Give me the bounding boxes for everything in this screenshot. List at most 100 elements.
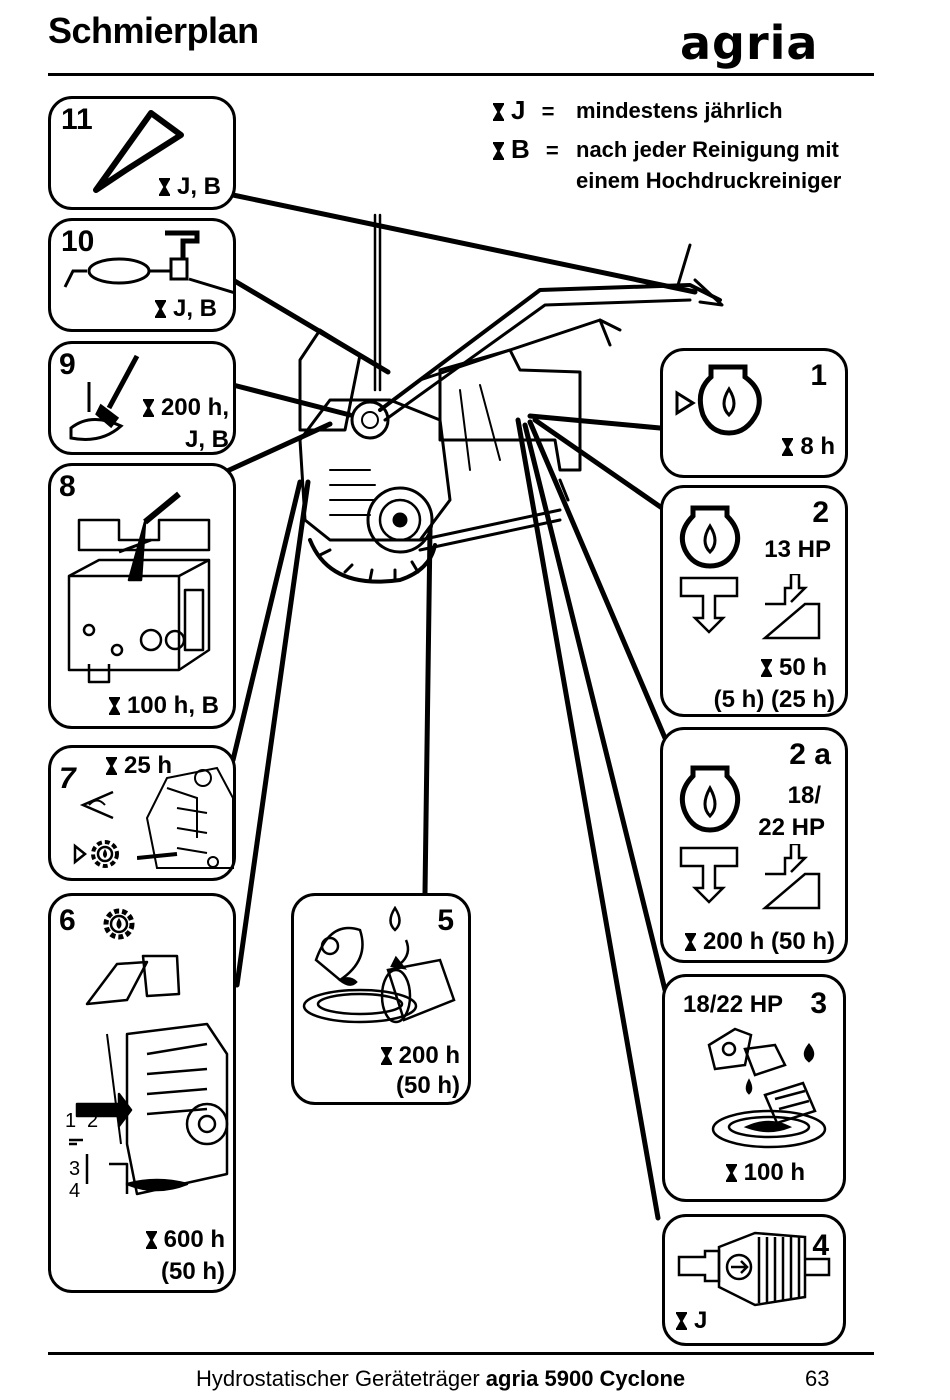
box-2-engine-oil-change-13hp: 2 13 HP 50 h (5 h) (25 h): [660, 485, 848, 717]
oil-drop-icon: [679, 505, 741, 569]
hp-label-1: 18/: [787, 782, 821, 809]
hydraulic-block-illustration: [67, 491, 211, 684]
hourglass-icon: [145, 1231, 158, 1249]
interval-label-2: (50 h): [395, 1072, 460, 1099]
oil-filter-illustration: [302, 926, 456, 1024]
box-8-hydraulic-block: 8 100 h, B: [48, 463, 236, 729]
box-number: 1: [810, 359, 827, 392]
hp-label-2: 22 HP: [758, 814, 825, 841]
interval-label-1: 200 h,: [142, 394, 229, 422]
interval-text: J, B: [172, 295, 217, 322]
interval-text: J, B: [176, 173, 221, 200]
eye-icon: [79, 790, 114, 820]
legend-j-text: mindestens jährlich: [576, 98, 783, 123]
oil-filter-illustration: [707, 1027, 827, 1149]
interval-label: 8 h: [781, 433, 835, 461]
page-number: 63: [805, 1366, 830, 1391]
box-number: 7: [59, 762, 76, 795]
hourglass-icon: [675, 1312, 688, 1330]
oil-drop-icon: [389, 906, 401, 932]
hourglass-icon: [158, 178, 171, 196]
interval-label-1: 200 h: [380, 1042, 460, 1070]
interval-label: 100 h, B: [108, 692, 219, 720]
box-9-brush-grease: 9 200 h, J, B: [48, 341, 236, 455]
footer-text-plain: Hydrostatischer Geräteträger: [196, 1366, 480, 1391]
interval-label-2: J, B: [184, 426, 229, 453]
interval-label: J, B: [158, 173, 221, 201]
box-10-grease-point: 10 J, B: [48, 218, 236, 332]
legend-b-key: B: [511, 134, 530, 164]
box-3-oil-filter-18-22hp: 18/22 HP 3 100 h: [662, 974, 846, 1202]
hourglass-icon: [781, 438, 794, 456]
legend-j-key: J: [511, 95, 526, 125]
interval-label: 100 h: [725, 1159, 805, 1187]
gear-icon: [73, 840, 119, 868]
interval-label-1: 50 h: [760, 654, 827, 682]
hp-label: 18/22 HP: [683, 991, 784, 1018]
hourglass-icon: [380, 1047, 393, 1065]
footer-rule: [48, 1352, 874, 1355]
hourglass-icon: [105, 757, 118, 775]
oil-drop-icon: [679, 765, 741, 833]
box-number: 2: [812, 496, 829, 529]
legend-b-text-1: nach jeder Reinigung mit: [576, 137, 839, 162]
interval-text: 25 h: [124, 752, 173, 779]
hourglass-icon: [154, 300, 167, 318]
box-number: 4: [812, 1229, 829, 1262]
box-7-gearbox-check: 7 25 h: [48, 745, 236, 881]
part-label-3: 3: [69, 1158, 81, 1180]
legend-j-eq: =: [541, 99, 555, 124]
interval-label: 200 h (50 h): [684, 928, 835, 956]
box-1-oil-level-check: 1 8 h: [660, 348, 848, 478]
footer-text: Hydrostatischer Geräteträger agria 5900 …: [196, 1366, 685, 1392]
header-rule: [48, 73, 874, 76]
interval-text-1: 200 h: [398, 1042, 460, 1069]
fuel-filter-illustration: [677, 1231, 831, 1307]
hp-label: 13 HP: [764, 536, 831, 563]
box-2a-engine-oil-change-18-22hp: 2 a 18/ 22 HP 200 h (50 h): [660, 727, 848, 963]
interval-text: 8 h: [800, 433, 835, 460]
grease-gun-illustration: [63, 230, 235, 295]
hourglass-icon: [492, 103, 505, 121]
page-title: Schmierplan: [48, 10, 259, 51]
interval-text: 100 h: [743, 1159, 805, 1186]
legend-b-eq: =: [545, 138, 559, 163]
box-11-handle-lever: 11 J, B: [48, 96, 236, 210]
lever-illustration: [93, 110, 184, 193]
hourglass-icon: [492, 142, 505, 160]
box-5-oil-filter: 5 200 h (50 h): [291, 893, 471, 1105]
legend-j: J =: [492, 95, 554, 126]
box-6-gearbox-oil-change: 6 1 2 3 4 600 h (50 h): [48, 893, 236, 1293]
hourglass-icon: [108, 697, 121, 715]
interval-text-1: 200 h,: [160, 394, 229, 421]
part-label-4: 4: [69, 1180, 81, 1202]
box-number: 8: [59, 470, 76, 503]
interval-label: 25 h: [105, 752, 172, 780]
hourglass-icon: [725, 1164, 738, 1182]
box-number: 9: [59, 348, 76, 381]
interval-label-2: (50 h): [160, 1258, 225, 1285]
oil-drop-icon: [675, 364, 762, 436]
hourglass-icon: [142, 399, 155, 417]
drain-fill-icons: [679, 844, 821, 910]
interval-label: J: [675, 1307, 707, 1335]
hourglass-icon: [760, 659, 773, 677]
box-number: 3: [810, 987, 827, 1020]
legend-b-text-2: einem Hochdruckreiniger: [576, 168, 842, 193]
interval-text: J: [694, 1307, 708, 1334]
interval-label: J, B: [154, 295, 217, 323]
hourglass-icon: [684, 933, 697, 951]
box-number: 11: [61, 103, 93, 136]
part-label-1: 1: [65, 1110, 77, 1132]
footer-text-bold: agria 5900 Cyclone: [485, 1366, 686, 1391]
interval-text-1: 50 h: [778, 654, 827, 681]
box-number: 2 a: [789, 738, 831, 771]
drain-fill-icons: [679, 574, 821, 640]
part-label-2: 2: [87, 1110, 99, 1132]
box-number: 10: [61, 225, 95, 258]
box-number: 6: [59, 904, 76, 937]
box-4-fuel-filter: 4 J: [662, 1214, 846, 1346]
box-number: 5: [437, 904, 454, 937]
legend-b: B =: [492, 134, 559, 165]
